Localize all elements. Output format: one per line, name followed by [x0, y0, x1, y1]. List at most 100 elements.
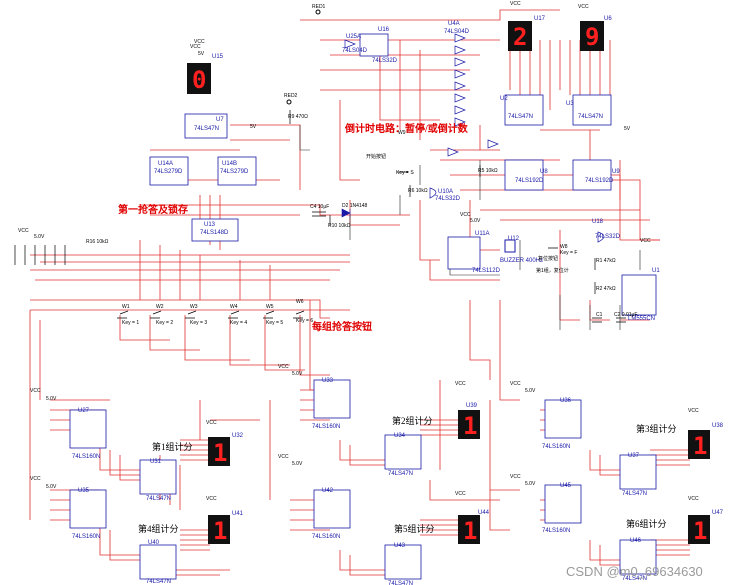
svg-text:Key = 6: Key = 6 [296, 318, 313, 324]
title-buttons: 每组抢答按钮 [312, 320, 372, 333]
chip-u45 [544, 484, 582, 524]
svg-text:Key = 2: Key = 2 [156, 320, 173, 326]
chip-u34 [384, 434, 422, 470]
svg-text:C2 0.01μF: C2 0.01μF [614, 312, 637, 318]
svg-text:5.0V: 5.0V [292, 461, 303, 467]
svg-text:R10 10kΩ: R10 10kΩ [328, 223, 351, 229]
digit-u15: 0 [192, 66, 206, 94]
svg-text:74LS47N: 74LS47N [388, 471, 413, 477]
svg-text:Key = 3: Key = 3 [190, 320, 207, 326]
digit-u44: 1 [463, 517, 477, 545]
display-u38: 1 U38 VCC [688, 408, 724, 460]
svg-text:74LS47N: 74LS47N [578, 114, 603, 120]
svg-text:VCC: VCC [206, 420, 217, 426]
svg-text:74LS04D: 74LS04D [444, 29, 470, 35]
svg-text:74LS32D: 74LS32D [372, 58, 398, 64]
svg-text:5.0V: 5.0V [46, 484, 57, 490]
chip-u43 [384, 544, 422, 580]
svg-text:R1 47kΩ: R1 47kΩ [596, 258, 616, 264]
svg-text:开始按钮: 开始按钮 [366, 153, 386, 160]
chip-u14a [149, 156, 189, 186]
section-titles: 第一抢答及锁存 每组抢答按钮 倒计时电路：暂停/或倒计数 第1组计分 第2组计分… [118, 122, 677, 534]
svg-text:U35: U35 [78, 488, 90, 494]
svg-text:VCC: VCC [190, 44, 201, 50]
svg-text:VCC: VCC [278, 454, 289, 460]
svg-text:Key = S: Key = S [396, 170, 414, 176]
chip-u14b [217, 156, 257, 186]
component-labels: RED1 RED2 U7 74LS47N U14A 74LS279D U14B … [18, 4, 660, 585]
svg-text:U11A: U11A [475, 231, 490, 237]
chip-u3 [572, 94, 612, 126]
svg-text:W9: W9 [398, 130, 406, 136]
svg-text:R16 10kΩ: R16 10kΩ [86, 239, 109, 245]
svg-text:VCC: VCC [18, 228, 29, 234]
diode-d2 [341, 208, 351, 218]
digit-u41: 1 [213, 517, 227, 545]
svg-text:U7: U7 [216, 117, 224, 123]
svg-text:W2: W2 [156, 304, 164, 310]
svg-text:U39: U39 [466, 403, 478, 409]
chip-u7 [184, 113, 228, 139]
svg-text:C4 10μF: C4 10μF [310, 204, 329, 210]
svg-text:U3: U3 [566, 101, 574, 107]
svg-text:W5: W5 [266, 304, 274, 310]
svg-text:U9: U9 [612, 169, 620, 175]
svg-text:U16: U16 [378, 27, 390, 33]
svg-text:W4: W4 [230, 304, 238, 310]
svg-text:VCC: VCC [688, 496, 699, 502]
svg-text:RED1: RED1 [312, 4, 326, 10]
svg-text:W1: W1 [122, 304, 130, 310]
svg-text:74LS279D: 74LS279D [154, 169, 183, 175]
svg-text:5V: 5V [624, 126, 631, 132]
display-u47: 1 U47 VCC [688, 496, 724, 545]
svg-text:VCC: VCC [30, 476, 41, 482]
svg-text:W6: W6 [296, 299, 304, 305]
svg-text:74LS47N: 74LS47N [388, 581, 413, 585]
svg-text:74LS112D: 74LS112D [472, 268, 501, 274]
svg-text:W8: W8 [560, 244, 568, 250]
svg-text:U43: U43 [394, 543, 406, 549]
svg-text:C1: C1 [596, 312, 603, 318]
svg-text:R5 10kΩ: R5 10kΩ [478, 168, 498, 174]
svg-text:U42: U42 [322, 488, 334, 494]
svg-text:U25A: U25A [346, 34, 361, 40]
svg-text:U38: U38 [712, 423, 724, 429]
title-first-latch: 第一抢答及锁存 [118, 203, 188, 216]
svg-text:74LS04D: 74LS04D [342, 48, 368, 54]
chip-u8 [504, 159, 544, 191]
svg-text:U47: U47 [712, 510, 724, 516]
svg-text:74LS47N: 74LS47N [622, 576, 647, 582]
svg-text:U6: U6 [604, 16, 612, 22]
svg-text:U18: U18 [592, 219, 604, 225]
digit-u39: 1 [463, 412, 477, 440]
svg-text:74LS160N: 74LS160N [72, 454, 100, 460]
logic-gates [344, 33, 605, 243]
chip-u33 [313, 379, 351, 419]
svg-text:U8: U8 [540, 169, 548, 175]
title-countdown: 倒计时电路：暂停/或倒计数 [344, 122, 469, 135]
display-u15: 0 U15 VCC 5V [187, 44, 224, 94]
svg-text:5V: 5V [250, 124, 257, 130]
svg-text:74LS32D: 74LS32D [435, 196, 461, 202]
svg-text:U33: U33 [322, 378, 334, 384]
chip-u40 [139, 544, 177, 580]
label-group6: 第6组计分 [626, 518, 667, 529]
display-u32: 1 U32 VCC [206, 420, 244, 467]
svg-text:U31: U31 [150, 459, 162, 465]
svg-text:复位按钮: 复位按钮 [538, 255, 558, 262]
svg-text:U12: U12 [508, 236, 520, 242]
svg-text:U15: U15 [212, 54, 224, 60]
svg-text:VCC: VCC [640, 238, 651, 244]
svg-text:第1组，复位计: 第1组，复位计 [536, 267, 569, 274]
chip-u31 [139, 459, 177, 495]
chip-u1 [621, 274, 657, 316]
svg-text:5.0V: 5.0V [525, 388, 536, 394]
chip-u9 [572, 159, 612, 191]
svg-text:74LS47N: 74LS47N [622, 491, 647, 497]
chip-u37 [619, 454, 657, 490]
svg-text:74LS160N: 74LS160N [542, 528, 570, 534]
svg-text:74LS192D: 74LS192D [585, 178, 614, 184]
svg-text:U37: U37 [628, 453, 640, 459]
buzzer-u12 [504, 239, 516, 253]
